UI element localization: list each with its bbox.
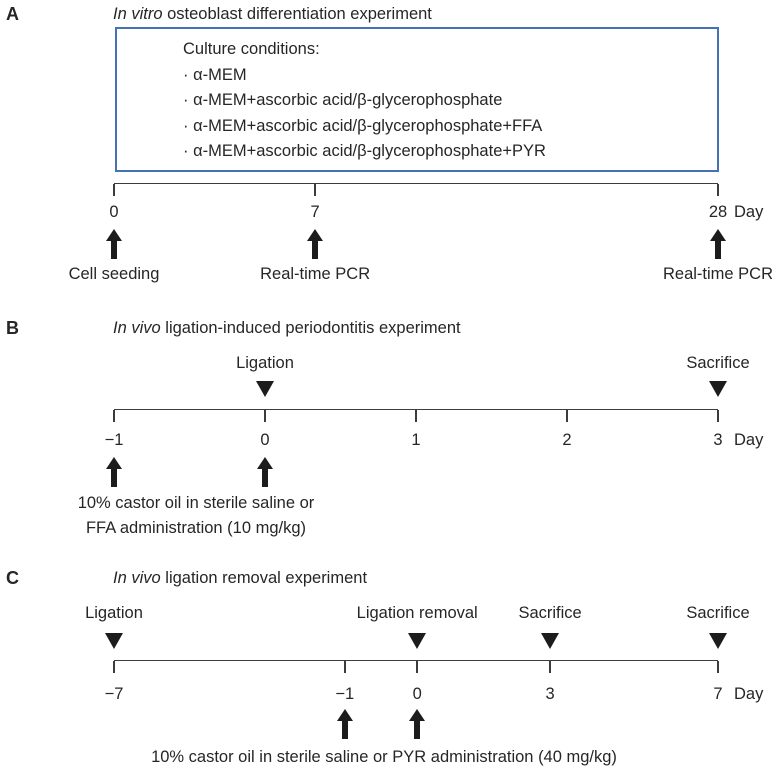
administration-caption-line: FFA administration (10 mg/kg) [85,519,307,537]
axis-tick [314,184,316,196]
axis-tick [566,410,568,422]
up-arrow-icon [306,229,324,259]
up-arrow-stem [111,241,117,259]
panel-b-label: B [6,318,19,338]
arrow-event-label: Real-time PCR [662,265,774,283]
panel-b-title-italic: In vivo [113,319,161,337]
up-arrow-head [710,229,726,241]
up-arrow-head [106,229,122,241]
axis-tick [717,410,719,422]
culture-conditions-heading: Culture conditions: [183,40,320,58]
panel-c-label: C [6,568,19,588]
axis-tick-label: −1 [335,685,355,703]
timeline-axis [114,409,718,410]
axis-tick [717,661,719,673]
up-arrow-stem [262,469,268,487]
up-arrow-head [257,457,273,469]
panel-b-title: In vivo ligation-induced periodontitis e… [113,317,461,339]
axis-tick-label: 2 [562,431,572,449]
up-arrow-icon [256,457,274,487]
axis-tick-label: −1 [104,431,124,449]
administration-caption-line: 10% castor oil in sterile saline or [77,494,315,512]
axis-tick-label: 28 [708,203,728,221]
event-label: Sacrifice [686,354,750,372]
arrow-event-label: Cell seeding [68,265,160,283]
up-arrow-stem [715,241,721,259]
panel-c-title: In vivo ligation removal experiment [113,567,367,589]
panel-c-title-rest: ligation removal experiment [160,569,368,587]
up-arrow-head [106,457,122,469]
axis-tick-label: 7 [713,685,723,703]
up-arrow-head [409,709,426,721]
up-arrow-stem [414,721,421,739]
up-arrow-stem [111,469,117,487]
down-marker-icon [541,633,560,649]
axis-tick [549,661,551,673]
axis-tick-label: 0 [412,685,422,703]
up-arrow-head [336,709,353,721]
down-marker-icon [105,633,123,649]
event-label: Sacrifice [518,604,582,622]
axis-tick [415,410,417,422]
panel-a-title: In vitro osteoblast differentiation expe… [113,3,432,25]
down-marker-icon [709,381,727,397]
axis-tick-label: 3 [545,685,555,703]
up-arrow-icon [105,457,123,487]
up-arrow-stem [312,241,319,259]
event-label: Sacrifice [686,604,750,622]
axis-tick [113,661,115,673]
culture-condition-item: · α-MEM+ascorbic acid/β-glycerophosphate… [183,142,546,160]
day-unit-label: Day [734,685,764,703]
culture-condition-item: · α-MEM+ascorbic acid/β-glycerophosphate [183,91,503,109]
arrow-event-label: Real-time PCR [260,265,371,283]
timeline-axis [114,660,718,661]
axis-tick [343,661,346,673]
axis-tick-label: 0 [260,431,270,449]
up-arrow-icon [408,709,426,739]
axis-tick [264,410,266,422]
up-arrow-head [307,229,324,241]
down-marker-icon [709,633,727,649]
day-unit-label: Day [734,431,764,449]
down-marker-icon [256,381,274,397]
event-label: Ligation [85,604,143,622]
panel-a-title-italic: In vitro [113,5,163,23]
up-arrow-icon [709,229,727,259]
culture-conditions-box: Culture conditions: · α-MEM · α-MEM+asco… [115,27,719,172]
axis-tick-label: −7 [104,685,124,703]
axis-tick [113,410,115,422]
axis-tick [113,184,115,196]
up-arrow-icon [105,229,123,259]
event-label: Ligation [236,354,294,372]
panel-a-title-rest: osteoblast differentiation experiment [162,5,432,23]
axis-tick-label: 3 [713,431,723,449]
culture-condition-item: · α-MEM [183,65,247,84]
axis-tick [717,184,719,196]
up-arrow-icon [336,709,354,739]
timeline-axis [114,183,718,184]
axis-tick-label: 0 [109,203,119,221]
up-arrow-stem [341,721,348,739]
axis-tick-label: 7 [310,203,320,221]
down-marker-icon [408,633,427,649]
administration-caption-line: 10% castor oil in sterile saline or PYR … [151,748,617,766]
event-label: Ligation removal [356,604,478,622]
day-unit-label: Day [734,203,764,221]
axis-tick [416,661,418,673]
panel-c-title-italic: In vivo [113,569,161,587]
culture-condition-item: · α-MEM+ascorbic acid/β-glycerophosphate… [183,116,543,135]
panel-a-label: A [6,4,19,24]
panel-b-title-rest: ligation-induced periodontitis experimen… [160,319,461,337]
axis-tick-label: 1 [411,431,421,449]
